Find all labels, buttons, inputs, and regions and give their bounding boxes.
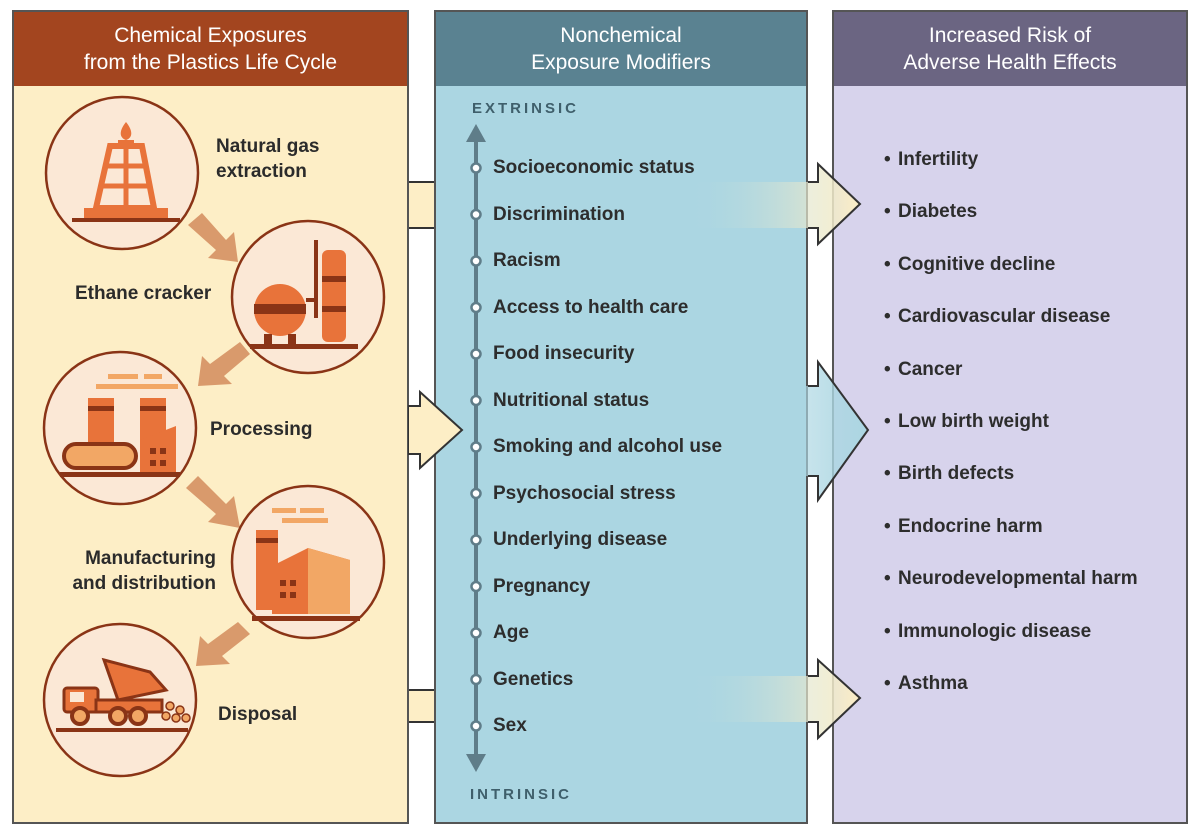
health-effect-item: • Immunologic disease — [884, 620, 1091, 644]
health-effects-panel: Increased Risk of Adverse Health Effects — [832, 10, 1188, 824]
axis-intrinsic-label: INTRINSIC — [470, 786, 572, 803]
axis-top-arrowhead — [466, 124, 486, 142]
health-effect-label: Endocrine harm — [898, 515, 1043, 537]
modifier-item: Underlying disease — [493, 529, 668, 550]
stage-1-line-2: extraction — [216, 161, 307, 182]
health-effect-label: Diabetes — [898, 201, 978, 223]
health-effects-header: Increased Risk of Adverse Health Effects — [834, 12, 1186, 86]
health-effect-item: • Endocrine harm — [884, 515, 1043, 539]
axis-tick — [470, 487, 482, 500]
axis-tick — [470, 162, 482, 174]
health-effect-item: • Cancer — [884, 358, 962, 382]
bullet-icon: • — [884, 463, 891, 485]
modifiers-header-line-2: Exposure Modifiers — [531, 51, 711, 74]
health-effect-item: • Birth defects — [884, 462, 1014, 486]
processing-plant-icon — [42, 350, 198, 506]
axis-tick — [470, 627, 482, 639]
chemical-exposures-header: Chemical Exposures from the Plastics Lif… — [14, 12, 407, 86]
modifier-item: Smoking and alcohol use — [493, 436, 723, 457]
modifier-item: Age — [493, 622, 529, 643]
modifiers-header-line-1: Nonchemical — [560, 24, 682, 47]
stage-4-line-2: and distribution — [72, 573, 216, 594]
bottom-effects-arrow — [686, 660, 860, 738]
modifier-item: Pregnancy — [493, 575, 591, 597]
modifier-item: Psychosocial stress — [493, 482, 676, 504]
bullet-icon: • — [884, 253, 891, 275]
stage-3-line-1: Processing — [210, 419, 313, 440]
health-effect-item: • Low birth weight — [884, 410, 1049, 434]
modifier-item: Access to health care — [493, 296, 689, 318]
axis-tick — [470, 441, 482, 453]
axis-tick — [470, 255, 482, 267]
ethane-cracker-icon — [230, 219, 386, 375]
health-effect-item: • Asthma — [884, 672, 968, 696]
health-effect-label: Birth defects — [898, 463, 1015, 485]
axis-tick — [470, 534, 482, 546]
stage-5-line-1: Disposal — [218, 704, 298, 725]
dump-truck-icon — [42, 622, 198, 778]
stage-arrows — [186, 213, 250, 666]
bullet-icon: • — [884, 568, 891, 590]
health-effect-item: • Neurodevelopmental harm — [884, 567, 1138, 591]
middle-effects-arrow — [686, 362, 868, 500]
modifier-item: Sex — [493, 715, 527, 736]
stage-2-line-1: Ethane cracker — [75, 283, 212, 304]
bullet-icon: • — [884, 620, 891, 642]
modifier-item: Food insecurity — [493, 343, 635, 364]
health-effect-item: • Diabetes — [884, 200, 977, 224]
modifier-item: Racism — [493, 250, 561, 271]
modifier-item: Nutritional status — [493, 389, 650, 411]
health-effect-item: • Cognitive decline — [884, 253, 1055, 277]
exposure-modifiers-header: Nonchemical Exposure Modifiers — [436, 12, 806, 86]
axis-tick — [470, 720, 482, 732]
bullet-icon: • — [884, 411, 891, 432]
health-effect-item: • Infertility — [884, 148, 978, 172]
stage-label-manufacturing: Manufacturing and distribution — [62, 546, 216, 596]
stage-label-natural-gas: Natural gas extraction — [216, 134, 319, 184]
axis-tick — [470, 208, 482, 221]
axis-tick — [470, 348, 482, 360]
health-effect-label: Neurodevelopmental harm — [898, 568, 1138, 590]
axis-extrinsic-label: EXTRINSIC — [472, 100, 580, 117]
axis-tick — [470, 673, 482, 686]
health-effect-label: Cancer — [898, 358, 963, 380]
health-effect-label: Cognitive decline — [898, 253, 1056, 275]
bullet-icon: • — [884, 201, 891, 223]
modifier-item: Socioeconomic status — [493, 157, 695, 178]
effects-header-line-2: Adverse Health Effects — [903, 51, 1117, 74]
stage-1-line-1: Natural gas — [216, 136, 320, 157]
health-effect-item: • Cardiovascular disease — [884, 305, 1110, 329]
stage-label-ethane-cracker: Ethane cracker — [75, 281, 211, 306]
axis-tick — [470, 394, 482, 407]
axis-tick — [470, 301, 482, 314]
modifier-item: Discrimination — [493, 203, 625, 225]
chemical-header-line-1: Chemical Exposures — [114, 24, 307, 47]
bullet-icon: • — [884, 358, 891, 380]
bullet-icon: • — [884, 306, 891, 328]
health-effect-label: Infertility — [898, 149, 979, 170]
bullet-icon: • — [884, 673, 891, 694]
gas-rig-icon — [44, 95, 200, 251]
modifier-item: Genetics — [493, 668, 574, 690]
stage-4-line-1: Manufacturing — [85, 548, 216, 569]
factory-icon — [230, 484, 386, 640]
effects-header-line-1: Increased Risk of — [928, 24, 1092, 47]
bullet-icon: • — [884, 149, 891, 170]
stage-label-processing: Processing — [210, 417, 312, 442]
health-effect-label: Immunologic disease — [898, 620, 1092, 642]
top-effects-arrow — [686, 164, 860, 244]
stage-label-disposal: Disposal — [218, 702, 297, 727]
bullet-icon: • — [884, 515, 891, 537]
health-effect-label: Asthma — [898, 673, 968, 694]
axis-bottom-arrowhead — [466, 754, 486, 772]
axis-tick — [470, 580, 482, 593]
chemical-header-line-2: from the Plastics Life Cycle — [83, 51, 338, 74]
health-effect-label: Low birth weight — [898, 411, 1049, 432]
health-effect-label: Cardiovascular disease — [898, 306, 1111, 328]
